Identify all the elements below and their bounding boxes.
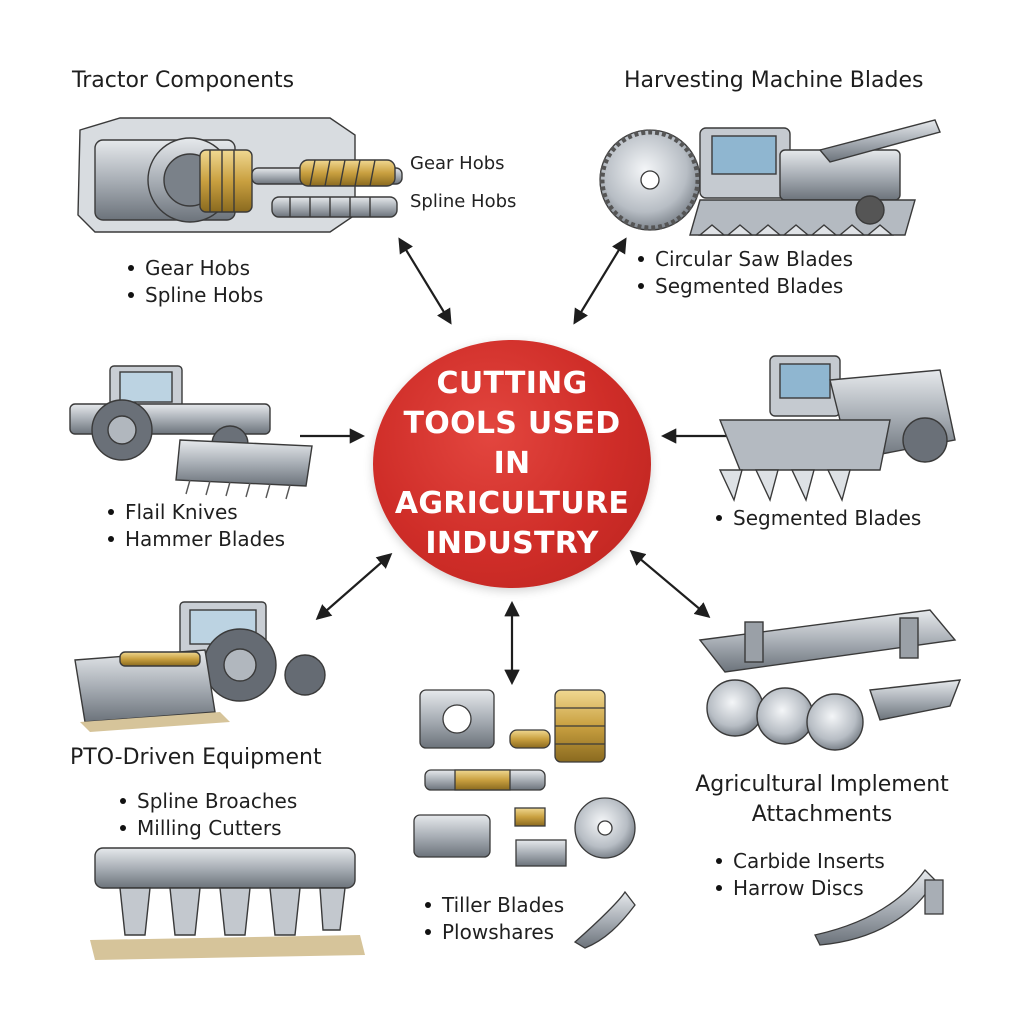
list-item: Segmented Blades — [716, 505, 921, 532]
tractor-mower-icon — [69, 365, 313, 500]
harvesting-heading: Harvesting Machine Blades — [624, 68, 924, 93]
list-item: Tiller Blades — [425, 892, 564, 919]
flail-rotor-icon — [90, 847, 365, 960]
implement-heading: Agricultural Implement Attachments — [695, 772, 949, 827]
spline-hobs-callout: Spline Hobs — [410, 191, 517, 212]
list-item: Segmented Blades — [638, 273, 853, 300]
list-item: Spline Broaches — [120, 788, 297, 815]
pto-heading: PTO-Driven Equipment — [70, 745, 322, 770]
list-item: Circular Saw Blades — [638, 246, 853, 273]
arrow-tractor — [398, 237, 452, 325]
arrow-implement — [629, 550, 711, 618]
pto-bullets: Spline Broaches Milling Cutters — [120, 788, 297, 842]
gear-hobs-callout: Gear Hobs — [410, 153, 505, 174]
plowshare-icon — [573, 890, 636, 949]
hub-title: CUTTING TOOLS USED IN AGRICULTURE INDUST… — [394, 366, 630, 561]
combine-header-icon — [718, 355, 956, 503]
list-item: Flail Knives — [108, 499, 285, 526]
combine-harvester-icon — [689, 119, 941, 236]
list-item: Plowshares — [425, 919, 564, 946]
harrow-tine-icon — [814, 868, 944, 946]
arrow-pto — [315, 552, 393, 621]
implement-bullets: Carbide Inserts Harrow Discs — [716, 848, 885, 902]
tractor-components-heading: Tractor Components — [72, 68, 295, 93]
combine-bullets: Segmented Blades — [716, 505, 921, 532]
tractor-bullets: Gear Hobs Spline Hobs — [128, 255, 263, 309]
list-item: Carbide Inserts — [716, 848, 885, 875]
tractor-gearbox-icon — [77, 117, 403, 233]
list-item: Hammer Blades — [108, 526, 285, 553]
list-item: Gear Hobs — [128, 255, 263, 282]
circular-saw-icon — [599, 129, 701, 231]
list-item: Harrow Discs — [716, 875, 885, 902]
list-item: Spline Hobs — [128, 282, 263, 309]
mower-bullets: Flail Knives Hammer Blades — [108, 499, 285, 553]
arrow-harvesting — [573, 237, 627, 325]
connector-arrows — [300, 237, 745, 686]
tools-bullets: Tiller Blades Plowshares — [425, 892, 564, 946]
harvesting-bullets: Circular Saw Blades Segmented Blades — [638, 246, 853, 300]
list-item: Milling Cutters — [120, 815, 297, 842]
central-hub: CUTTING TOOLS USED IN AGRICULTURE INDUST… — [373, 340, 651, 588]
pto-tractor-icon — [74, 601, 326, 732]
cutting-tools-icon — [413, 689, 636, 867]
disc-harrow-icon — [698, 609, 962, 751]
